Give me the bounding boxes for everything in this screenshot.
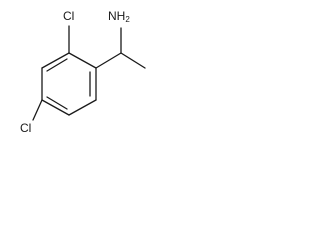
amine-label-subscript: 2: [125, 15, 130, 24]
skeletal-structure: Cl Cl NH2: [20, 9, 146, 135]
ring-bond-bottom-right: [68, 99, 97, 116]
ring-double-bond-inner-top-left: [46, 58, 68, 72]
benzene-ring: [41, 52, 97, 116]
amine-label: NH2: [108, 9, 130, 24]
amine-label-main: NH: [108, 9, 125, 23]
para-chlorine-label: Cl: [20, 121, 31, 135]
bond-ring-to-para-chlorine: [32, 99, 43, 121]
ortho-chlorine-label: Cl: [63, 9, 74, 23]
atom-labels: Cl Cl NH2: [20, 9, 130, 135]
ring-bond-top-right: [68, 52, 97, 69]
ring-bond-top-left: [41, 52, 70, 69]
bond-ring-to-methine: [95, 52, 122, 69]
bond-methine-to-methyl: [120, 52, 146, 69]
substituent-bonds: [32, 25, 146, 121]
ring-bond-bottom-left: [41, 99, 70, 116]
ring-double-bond-inner-bottom-left: [46, 96, 68, 110]
